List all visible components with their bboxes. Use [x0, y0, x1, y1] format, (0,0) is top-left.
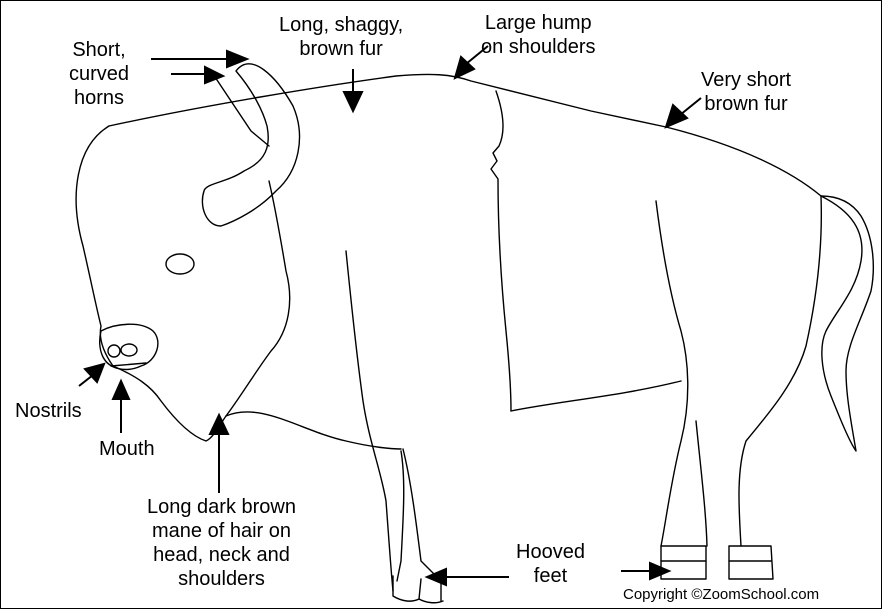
- label-short-fur: Very short brown fur: [701, 68, 791, 116]
- arrow-hooves-left-head: [427, 569, 446, 585]
- bison-hind-hoof-b: [729, 546, 773, 579]
- arrow-short-fur-head: [666, 105, 687, 127]
- label-shaggy-fur-line-1: Long, shaggy,: [279, 13, 403, 37]
- label-mouth: Mouth: [99, 437, 155, 461]
- label-shaggy-fur: Long, shaggy, brown fur: [279, 13, 403, 61]
- label-short-fur-line-2: brown fur: [701, 92, 791, 116]
- bison-horn: [202, 64, 299, 226]
- label-shaggy-fur-line-2: brown fur: [279, 37, 403, 61]
- label-horns: Short, curved horns: [69, 38, 129, 110]
- label-hump-line-2: on shoulders: [481, 35, 596, 59]
- label-nostrils: Nostrils: [15, 399, 82, 423]
- bison-hind-leg-front: [656, 201, 688, 546]
- bison-nostril-right: [121, 344, 137, 356]
- label-horns-line-2: curved: [69, 62, 129, 86]
- arrow-short-fur: [680, 98, 701, 115]
- arrow-mouth-head: [113, 381, 129, 399]
- label-hooves-line-2: feet: [516, 564, 585, 588]
- label-hooves-line-1: Hooved: [516, 540, 585, 564]
- arrow-horns-lower-head: [205, 67, 223, 83]
- bison-inner-leg: [397, 451, 404, 581]
- bison-jaw: [226, 412, 401, 449]
- bison-front-hoof-b: [419, 599, 443, 603]
- bison-nostril-left: [108, 345, 120, 357]
- label-mane: Long dark brown mane of hair on head, ne…: [147, 495, 296, 591]
- bison-hind-leg-inner: [696, 421, 707, 546]
- bison-front-leg-back: [346, 251, 393, 591]
- bison-mane-edge: [491, 91, 511, 411]
- label-short-fur-line-1: Very short: [701, 68, 791, 92]
- bison-tail: [821, 196, 873, 451]
- bison-hind-hoof-a: [661, 546, 706, 579]
- bison-belly: [511, 381, 681, 411]
- label-mane-line-1: Long dark brown: [147, 495, 296, 519]
- bison-eye: [166, 254, 194, 274]
- label-horns-line-1: Short,: [69, 38, 129, 62]
- bison-nose: [100, 324, 158, 369]
- arrow-hooves-right-head: [650, 563, 669, 579]
- copyright-text: Copyright ©ZoomSchool.com: [623, 586, 819, 604]
- arrow-shaggy-fur-head: [344, 92, 362, 111]
- label-hooves: Hooved feet: [516, 540, 585, 588]
- label-mane-line-4: shoulders: [147, 567, 296, 591]
- label-hump-line-1: Large hump: [481, 11, 596, 35]
- bison-head-outline: [76, 126, 290, 441]
- bison-hind-leg-back: [739, 196, 821, 546]
- label-mane-line-2: mane of hair on: [147, 519, 296, 543]
- label-horns-line-3: horns: [69, 86, 129, 110]
- label-mane-line-3: head, neck and: [147, 543, 296, 567]
- label-hump: Large hump on shoulders: [481, 11, 596, 59]
